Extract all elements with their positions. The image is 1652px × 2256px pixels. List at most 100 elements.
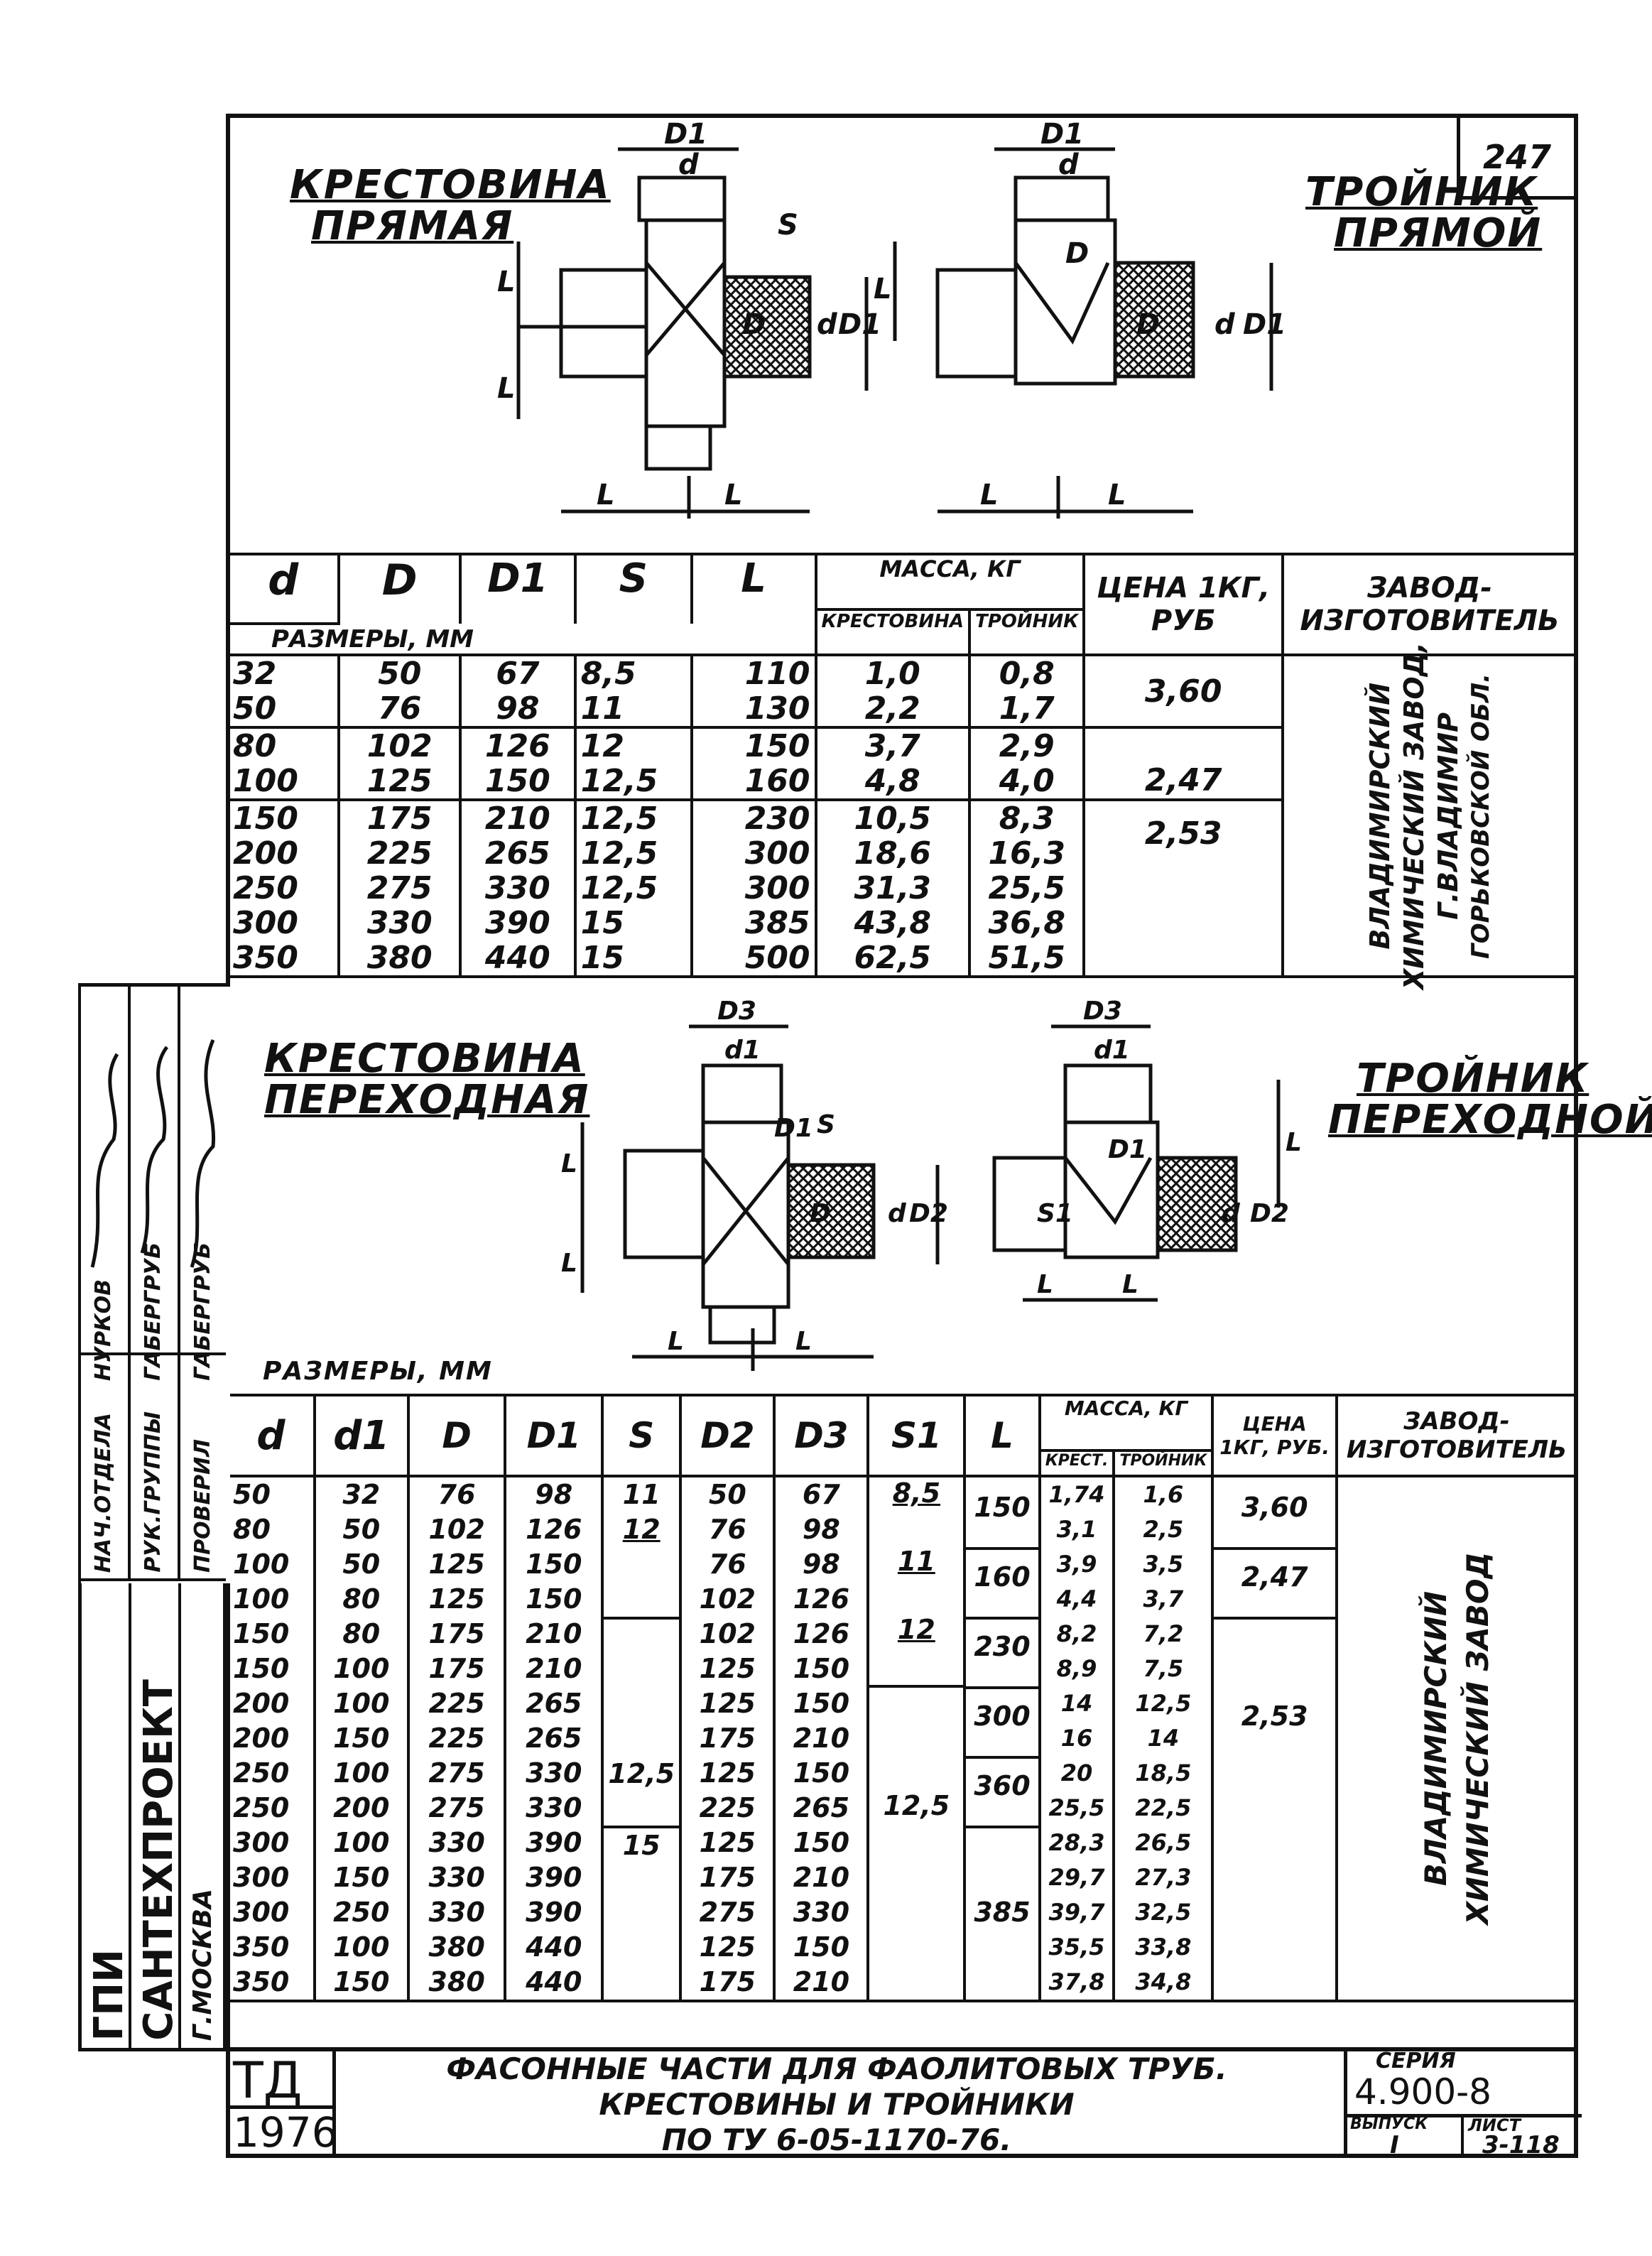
table-cell: 275 <box>428 1757 485 1789</box>
td-mark: ТД <box>233 2051 303 2110</box>
col-D1: D1 <box>458 553 577 624</box>
svg-text:d: d <box>1058 148 1079 181</box>
svg-text:D2: D2 <box>909 1199 948 1228</box>
table-cell: 150 <box>333 1862 390 1893</box>
table-cell: 7,5 <box>1143 1655 1184 1682</box>
table-cell: 80 <box>342 1618 381 1649</box>
col-d: d <box>225 553 341 625</box>
svg-text:D: D <box>1136 308 1160 341</box>
col-mass-cross: КРЕСТОВИНА <box>814 608 972 656</box>
table-cell: 440 <box>526 1966 582 1997</box>
sheet-number: 3-118 <box>1482 2131 1560 2159</box>
table-cell: 330 <box>526 1792 582 1823</box>
table-cell: 3,9 <box>1056 1551 1097 1578</box>
table-cell: 102 <box>699 1583 756 1615</box>
table-cell: 125 <box>699 1931 756 1963</box>
table-cell: 18,5 <box>1135 1759 1192 1786</box>
table-cell: 265 <box>526 1688 582 1719</box>
table-cell: 8,2 <box>1056 1620 1097 1647</box>
title-block <box>226 2051 1578 2158</box>
table-cell: 150 <box>793 1688 850 1719</box>
top-drawings: D1 d S L L D d D1 L L D1 d D L D d D1 L … <box>497 121 1286 519</box>
table-cell: 210 <box>526 1653 582 1684</box>
table-cell: 1,6 <box>1143 1481 1184 1508</box>
table-cell: 330 <box>428 1827 485 1858</box>
table-cell: 100 <box>233 1549 290 1580</box>
table-cell: 380 <box>428 1931 485 1963</box>
table-cell: 330 <box>526 1757 582 1789</box>
table-cell: 225 <box>428 1723 485 1754</box>
table-cell: 22,5 <box>1135 1794 1192 1821</box>
table-cell: 1,74 <box>1048 1481 1105 1508</box>
table-cell: 80 <box>342 1583 381 1615</box>
table-cell: 275 <box>428 1792 485 1823</box>
svg-text:D: D <box>742 308 766 341</box>
table-cell: 440 <box>526 1931 582 1963</box>
table-cell: 390 <box>526 1862 582 1893</box>
table-cell: 125 <box>428 1583 485 1615</box>
svg-text:d1: d1 <box>1094 1036 1130 1065</box>
table-cell: 200 <box>333 1792 390 1823</box>
table-cell: 125 <box>699 1688 756 1719</box>
table-cell: 125 <box>699 1827 756 1858</box>
table-cell: 25,5 <box>1048 1794 1105 1821</box>
svg-text:L: L <box>1108 479 1126 511</box>
table-cell: 76 <box>708 1514 746 1545</box>
table-cell: 250 <box>333 1897 390 1928</box>
table-cell: 390 <box>526 1827 582 1858</box>
sizes-caption: РАЗМЕРЫ, ММ <box>226 624 817 656</box>
svg-text:d: d <box>1214 308 1235 341</box>
col-price: ЦЕНА 1КГ, РУБ <box>1082 553 1284 656</box>
table-cell: 175 <box>699 1862 756 1893</box>
series-number: 4.900-8 <box>1354 2071 1491 2113</box>
table-cell: 100 <box>333 1827 390 1858</box>
col-mass-tee: ТРОЙНИК <box>967 608 1086 656</box>
table-cell: 175 <box>699 1723 756 1754</box>
table-cell: 27,3 <box>1135 1864 1192 1891</box>
table-cell: 76 <box>438 1479 476 1510</box>
table-cell: 4,4 <box>1056 1585 1097 1612</box>
svg-text:S: S <box>817 1110 835 1139</box>
middle-drawings: D3 d1 D1 S L L D d D2 L L D3 d1 D1 S1 d … <box>561 997 1302 1371</box>
table-cell: 35,5 <box>1048 1934 1105 1961</box>
table-cell: 7,2 <box>1143 1620 1184 1647</box>
table-cell: 100 <box>233 1583 290 1615</box>
svg-text:L: L <box>497 372 516 405</box>
svg-text:d1: d1 <box>724 1036 761 1065</box>
table-cell: 126 <box>793 1618 850 1649</box>
table-cell: 330 <box>428 1862 485 1893</box>
svg-text:S: S <box>778 209 798 242</box>
svg-text:d: d <box>1222 1199 1241 1228</box>
svg-text:D3: D3 <box>717 997 756 1026</box>
table-cell: 250 <box>233 1792 290 1823</box>
svg-text:L: L <box>874 273 892 305</box>
table-cell: 50 <box>233 1479 271 1510</box>
table-cell: 37,8 <box>1048 1968 1105 1995</box>
table-cell: 33,8 <box>1135 1934 1192 1961</box>
table-cell: 50 <box>342 1514 381 1545</box>
svg-text:L: L <box>561 1149 577 1178</box>
svg-text:L: L <box>561 1249 577 1278</box>
table-cell: 125 <box>699 1653 756 1684</box>
table-cell: 126 <box>526 1514 582 1545</box>
col-S: S <box>573 553 693 624</box>
tee-reducing-title: ТРОЙНИК ПЕРЕХОДНОЙ <box>1328 1056 1652 1143</box>
col-D: D <box>337 553 462 624</box>
table-cell: 200 <box>233 1688 290 1719</box>
table-cell: 50 <box>342 1549 381 1580</box>
svg-text:L: L <box>795 1327 812 1356</box>
table-cell: 150 <box>526 1583 582 1615</box>
table-cell: 330 <box>793 1897 850 1928</box>
table-cell: 380 <box>428 1966 485 1997</box>
table-cell: 100 <box>333 1688 390 1719</box>
svg-text:d: d <box>817 308 837 341</box>
table-cell: 150 <box>233 1618 290 1649</box>
table-cell: 265 <box>793 1792 850 1823</box>
table-cell: 250 <box>233 1757 290 1789</box>
table-cell: 80 <box>233 1514 271 1545</box>
table-cell: 210 <box>793 1862 850 1893</box>
table-cell: 210 <box>793 1966 850 1997</box>
